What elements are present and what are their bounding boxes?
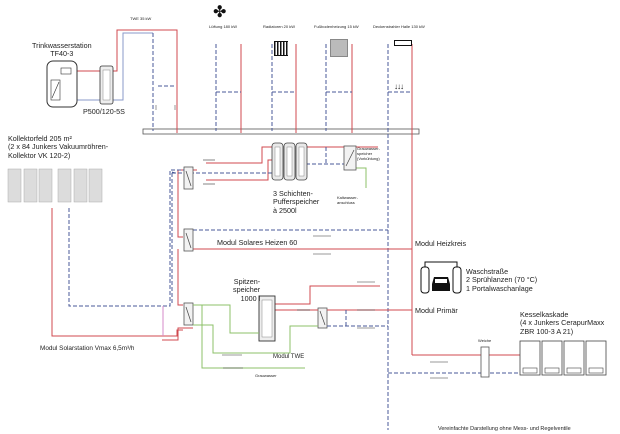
radiator-icon <box>274 4 288 74</box>
twe-water-1 <box>193 304 259 334</box>
footnote: Vereinfachte Darstellung ohne Mess- und … <box>438 426 571 432</box>
kesselkaskade-label: Kesselkaskade (4 x Junkers CerapurMaxx Z… <box>520 310 605 336</box>
storage-p500-label: P500/120-5S <box>83 107 125 116</box>
solarstation-supply <box>162 327 193 341</box>
ceiling-radiator-icon: ↓↓↓ <box>394 3 412 109</box>
peak-storage-label: Spitzen- speicher 1000 l <box>233 277 261 303</box>
consumer-label: Deckenstrahler Halle 130 kW <box>373 24 425 29</box>
collector-field <box>7 168 103 203</box>
peak-storage-supply <box>275 285 380 305</box>
boiler-cascade <box>519 340 607 376</box>
module-heizkreis-label: Modul Heizkreis <box>415 239 467 248</box>
consumer-label: Lüftung 180 kW <box>209 24 238 29</box>
trinkwasserstation-label: Trinkwasserstation TF40-3 <box>32 41 92 59</box>
weiche-label: Weiche <box>478 338 492 343</box>
twe-water-2 <box>193 324 318 354</box>
buffer-feed-2 <box>206 159 272 181</box>
greywater-storage-label: Grauwasser- speicher (Vorkühlung) <box>357 146 380 161</box>
module-primaer-label: Modul Primär <box>415 306 458 315</box>
buffer-label: 3 Schichten- Pufferspeicher à 2500l <box>273 189 320 215</box>
collector-supply <box>51 208 183 337</box>
module-solarstation-label: Modul Solarstation Vmax 6,5m³/h <box>40 345 135 352</box>
fan-icon: ✤ <box>213 4 227 21</box>
collector-label: Kollektorfeld 205 m² (2 x 84 Junkers Vak… <box>8 134 109 160</box>
consumer-label: Radiatoren 20 kW <box>263 24 296 29</box>
collector-return <box>68 169 184 307</box>
station-hx-diagonal <box>51 81 60 99</box>
buffer-feed <box>206 146 272 164</box>
consumer-risers <box>215 44 413 430</box>
distribution-manifold <box>142 128 420 135</box>
module-twe-label: Modul TWE <box>273 354 305 360</box>
station-display <box>60 67 72 75</box>
waschstrasse-label: Waschstraße 2 Sprühlanzen (70 °C) 1 Port… <box>466 267 538 293</box>
greywater-line <box>201 305 305 369</box>
hx-diagonal <box>345 149 355 167</box>
cold-water-line <box>356 167 367 188</box>
flow-arrows <box>203 159 375 369</box>
module-solares-heizen-label: Modul Solares Heizen 60 <box>217 238 298 247</box>
twe-supply-line <box>77 29 178 133</box>
consumer-label: Fußbodenheizung 15 kW <box>314 24 359 29</box>
hydraulic-separator <box>480 346 490 378</box>
solar-module-supply <box>177 249 183 306</box>
storage-p500-inner <box>102 69 111 101</box>
twe-label: TWE 35 kW <box>130 16 152 21</box>
greywater-label: Grauwasser <box>255 373 277 378</box>
buffer-tanks <box>271 142 308 181</box>
floor-heating-icon <box>330 2 348 75</box>
solar-heat-supply <box>177 200 183 238</box>
cold-water-label: Kaltwasser- anschluss <box>337 195 358 205</box>
car-wash-icon <box>420 261 462 294</box>
heat-exchangers <box>183 166 328 329</box>
peak-storage-inner <box>261 299 273 338</box>
